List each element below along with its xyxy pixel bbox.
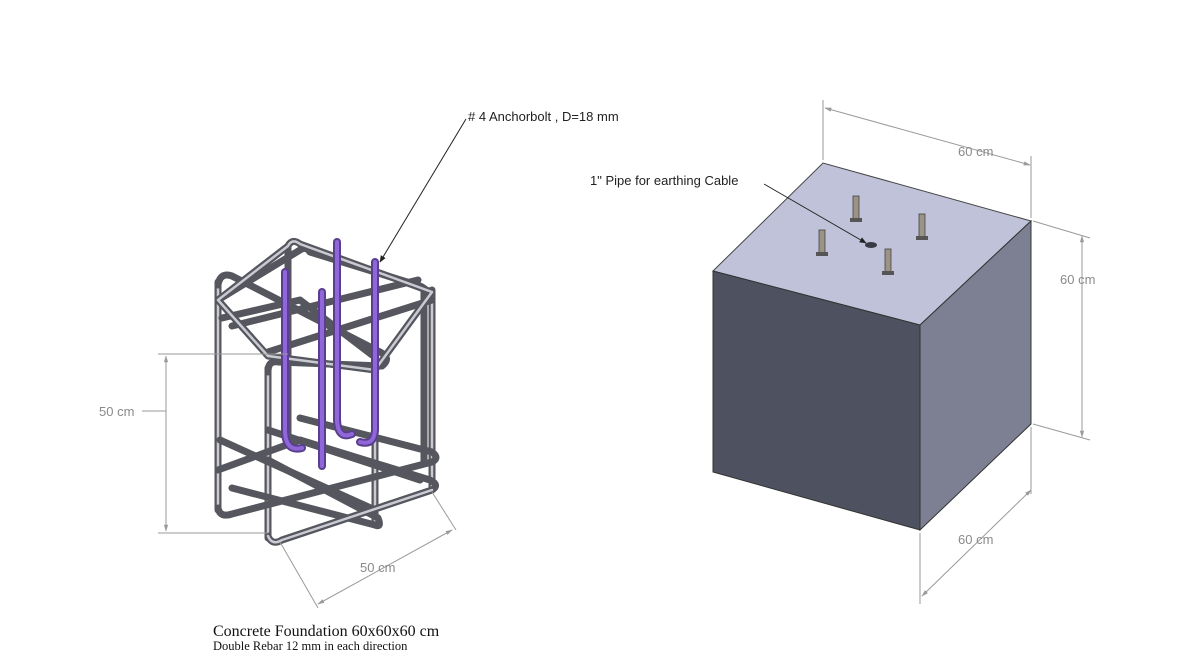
bottom-stirrups bbox=[214, 414, 440, 546]
drawing-subtitle: Double Rebar 12 mm in each direction bbox=[213, 639, 408, 653]
block-top-label: 60 cm bbox=[958, 144, 993, 159]
bolt-stub bbox=[882, 248, 894, 275]
block-side-dimension: 60 cm bbox=[1032, 220, 1095, 441]
earthing-pipe-hole bbox=[865, 242, 877, 248]
block-anchor-bolts bbox=[816, 195, 928, 275]
cage-width-dimension: 50 cm bbox=[279, 491, 457, 609]
bolt-stub bbox=[850, 195, 862, 222]
drawing-title: Concrete Foundation 60x60x60 cm bbox=[213, 623, 440, 640]
cage-width-label: 50 cm bbox=[360, 560, 395, 575]
pipe-callout: 1" Pipe for earthing Cable bbox=[590, 173, 867, 244]
block-top-dimension: 60 cm bbox=[822, 100, 1032, 218]
block-side-label: 60 cm bbox=[1060, 272, 1095, 287]
concrete-block bbox=[712, 162, 1032, 532]
cage-height-dimension: 50 cm bbox=[99, 353, 288, 534]
block-right-face bbox=[919, 219, 1032, 532]
anchorbolt-callout: # 4 Anchorbolt , D=18 mm bbox=[379, 109, 619, 263]
bolt-stub bbox=[916, 213, 928, 240]
rebar-cage bbox=[214, 237, 440, 546]
block-bottom-dimension: 60 cm bbox=[919, 427, 1032, 604]
pipe-label: 1" Pipe for earthing Cable bbox=[590, 173, 738, 188]
bolt-stub bbox=[816, 229, 828, 256]
anchorbolt-label: # 4 Anchorbolt , D=18 mm bbox=[468, 109, 619, 124]
cage-height-label: 50 cm bbox=[99, 404, 134, 419]
anchor-bolts bbox=[281, 238, 379, 470]
block-bottom-label: 60 cm bbox=[958, 532, 993, 547]
